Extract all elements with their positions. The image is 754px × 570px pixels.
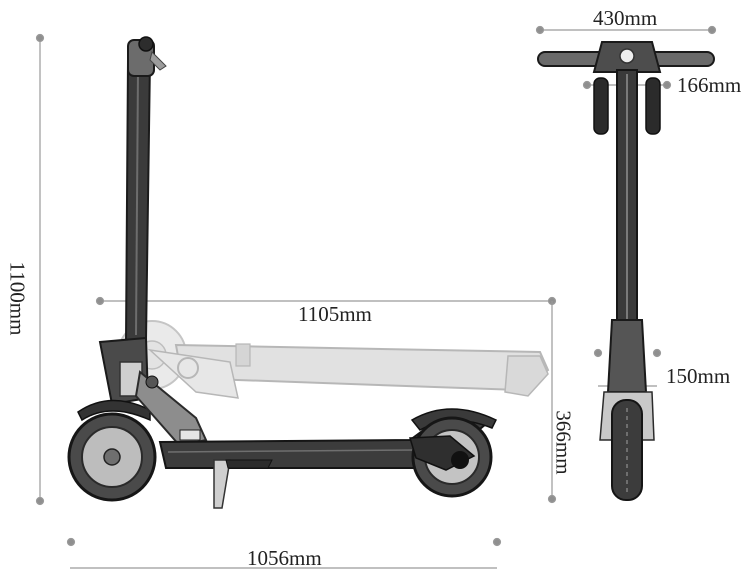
grip-right-dot	[662, 80, 672, 90]
handlebar-width-label: 430mm	[593, 6, 658, 30]
front-view-scooter	[537, 41, 715, 501]
length-right-dot	[492, 537, 502, 547]
handlebar-right-dot	[707, 25, 717, 35]
height-guide-top-dot	[35, 33, 45, 43]
deck-width-label: 150mm	[666, 364, 731, 388]
brake-lever	[149, 51, 167, 71]
dimension-guides	[35, 25, 717, 569]
folded-length-left-dot	[95, 296, 105, 306]
right-grip	[645, 77, 661, 135]
kickstand	[213, 459, 231, 509]
front-light	[179, 429, 201, 441]
deck-left-dot	[593, 348, 603, 358]
left-grip	[593, 77, 609, 135]
folded-length-label: 1105mm	[298, 302, 372, 326]
grip-left-dot	[582, 80, 592, 90]
ghost-folded-stem	[174, 343, 550, 392]
deck-right-dot	[652, 348, 662, 358]
handlebar-left-dot	[535, 25, 545, 35]
height-guide-bottom-dot	[35, 496, 45, 506]
folded-scooter-ghost	[117, 320, 550, 399]
front-fender	[77, 399, 151, 422]
folded-height-label: 366mm	[551, 410, 576, 475]
rear-hub-motor	[451, 451, 469, 469]
overall-length-label: 1056mm	[247, 546, 322, 570]
display-icon	[619, 48, 635, 64]
front-wheel-hub	[103, 448, 121, 466]
ghost-handlebar-end	[504, 355, 549, 397]
length-left-dot	[66, 537, 76, 547]
side-view-scooter	[67, 36, 498, 509]
folded-height-bottom-dot	[547, 494, 557, 504]
bell-icon	[138, 36, 154, 52]
front-stem-base	[606, 319, 648, 393]
ghost-suspension-spring	[177, 357, 199, 379]
ghost-fold-hinge	[147, 348, 239, 399]
overall-height-label: 1100mm	[5, 261, 30, 336]
ghost-stem-clamp	[235, 343, 251, 367]
grip-span-label: 166mm	[677, 73, 742, 97]
